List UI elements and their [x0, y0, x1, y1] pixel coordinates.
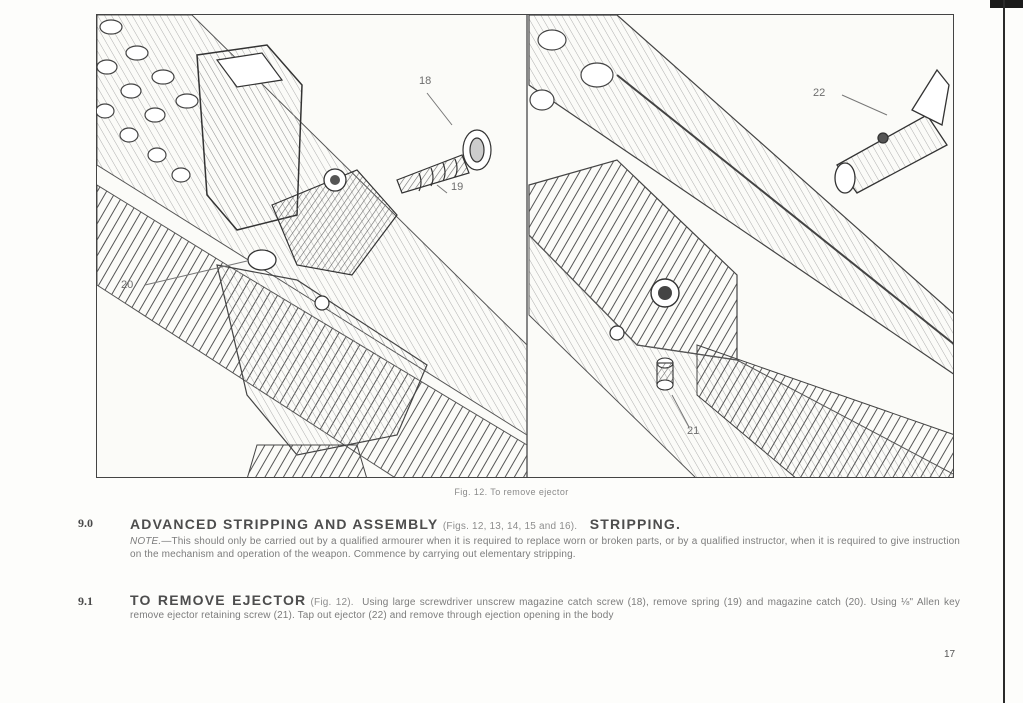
section-heading: ADVANCED STRIPPING AND ASSEMBLY	[130, 516, 439, 532]
section-number: 9.0	[78, 516, 93, 530]
figure-drawing	[97, 15, 953, 477]
section-9-0: 9.0 ADVANCED STRIPPING AND ASSEMBLY (Fig…	[78, 516, 978, 588]
figure-12-illustration: 18 19 20 21 22	[96, 14, 954, 478]
instruction-paragraph: TO REMOVE EJECTOR (Fig. 12). Using large…	[130, 592, 960, 622]
note-paragraph: NOTE.—This should only be carried out by…	[130, 535, 960, 561]
callout-19: 19	[451, 181, 464, 193]
callout-18: 18	[419, 75, 432, 87]
callout-21: 21	[687, 425, 700, 437]
section-9-1: 9.1 TO REMOVE EJECTOR (Fig. 12). Using l…	[78, 592, 978, 646]
page-number: 17	[944, 649, 956, 660]
note-text: —This should only be carried out by a qu…	[130, 536, 960, 560]
figure-reference: (Fig. 12).	[310, 597, 354, 608]
note-label: NOTE.	[130, 536, 162, 547]
right-panel-drawing	[528, 15, 953, 477]
section-number: 9.1	[78, 594, 93, 608]
instruction-text: Using large screwdriver unscrew magazine…	[130, 597, 960, 621]
scan-edge-mark	[990, 0, 1023, 8]
figure-reference: (Figs. 12, 13, 14, 15 and 16).	[442, 521, 578, 532]
left-panel-drawing	[97, 15, 528, 477]
scan-edge-line	[1003, 0, 1005, 703]
figure-caption: Fig. 12. To remove ejector	[454, 487, 569, 497]
section-heading: TO REMOVE EJECTOR	[130, 592, 307, 608]
callout-22: 22	[813, 87, 826, 99]
section-subheading: STRIPPING.	[589, 516, 682, 532]
callout-20: 20	[121, 279, 134, 291]
